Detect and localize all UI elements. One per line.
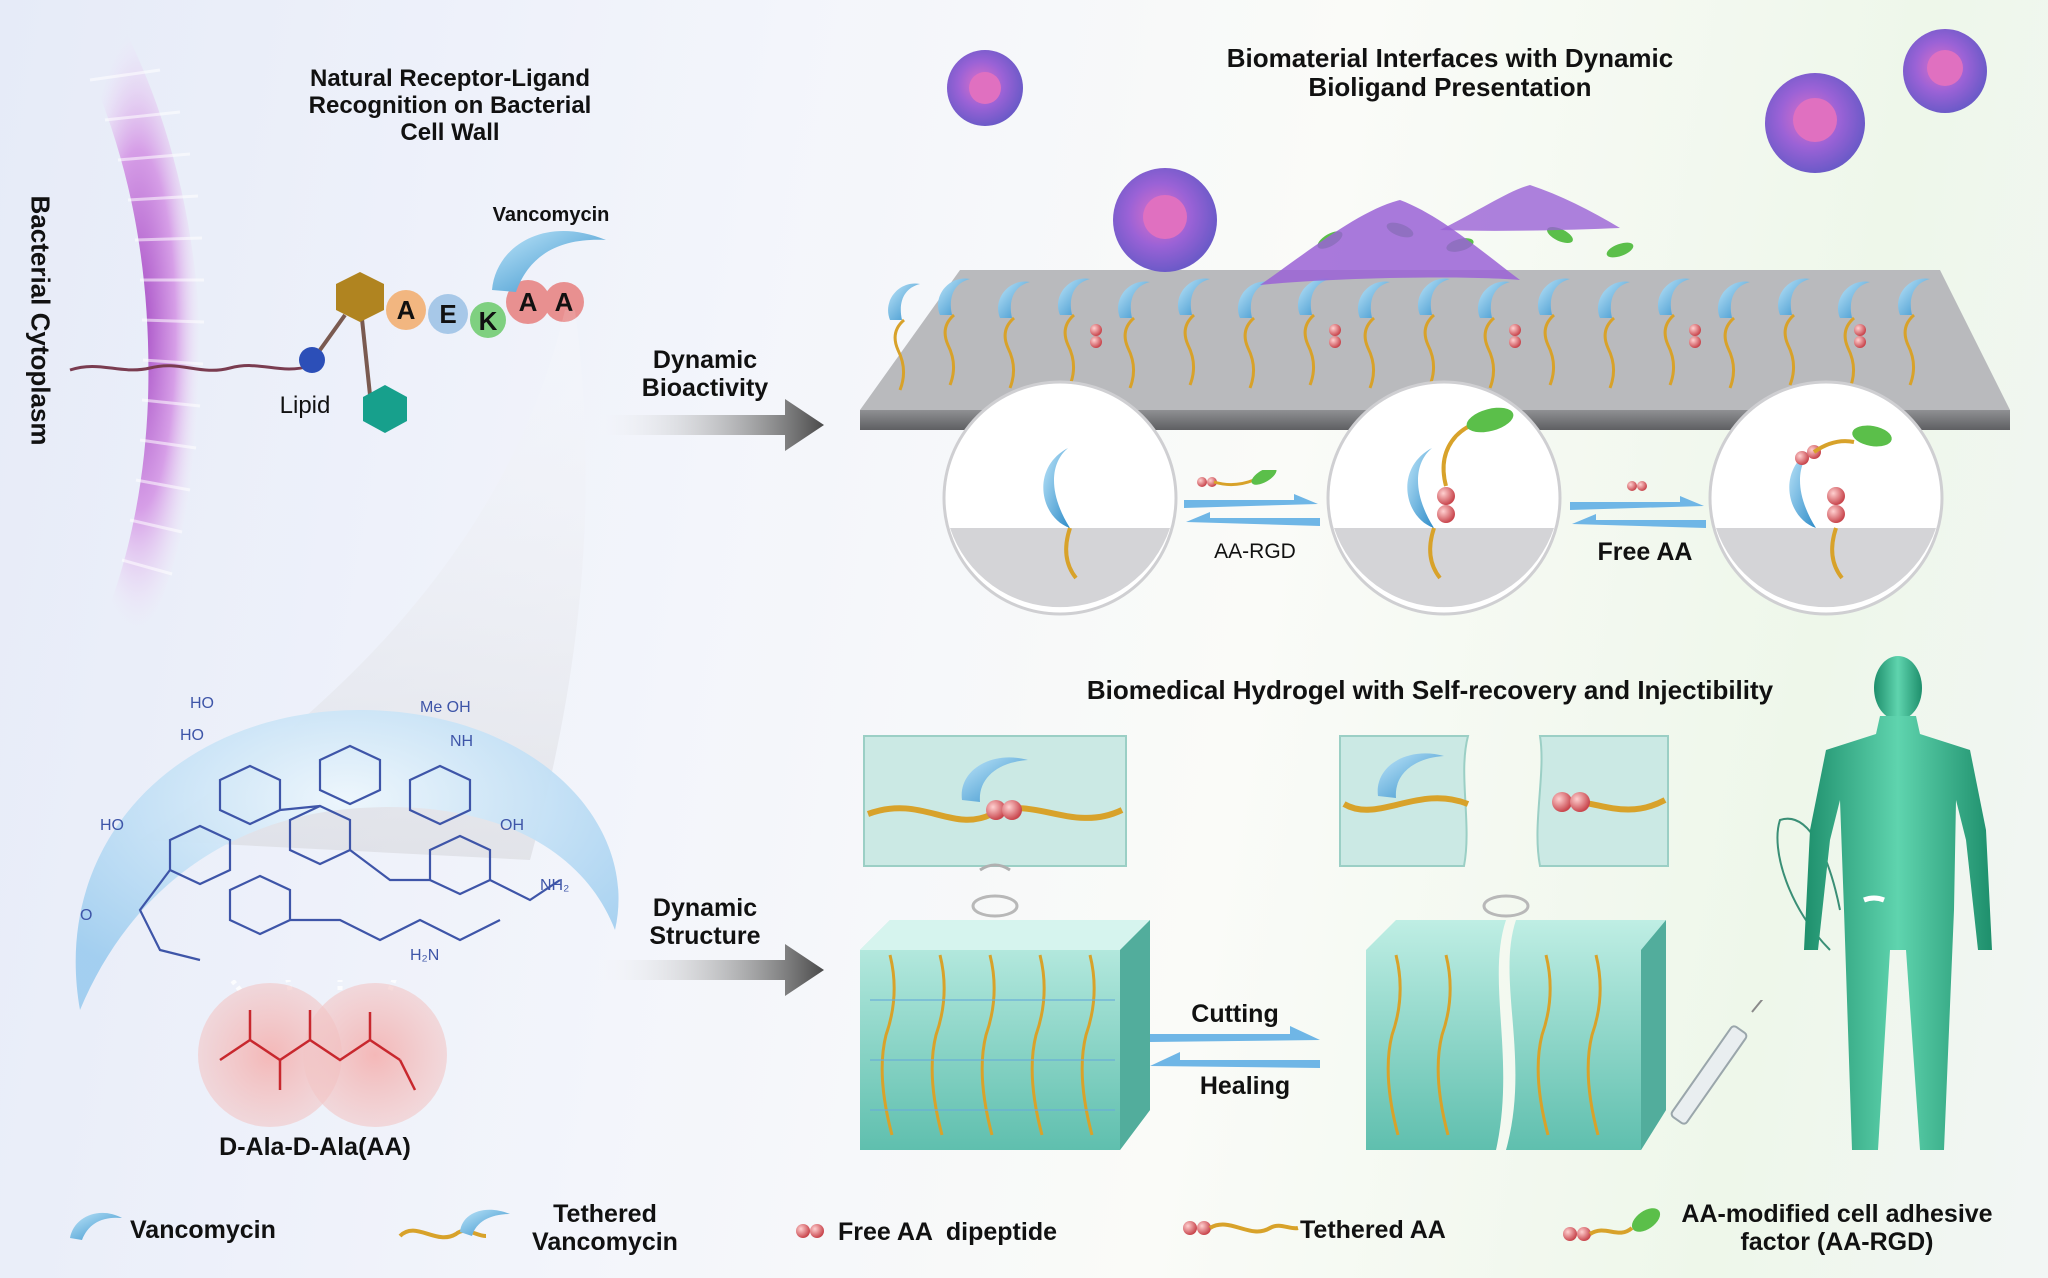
legend-aa-rgd-icon — [1563, 1208, 1661, 1241]
bottom-title: Biomedical Hydrogel with Self-recovery a… — [1086, 675, 1774, 705]
cutting-healing-arrows — [1150, 1026, 1320, 1068]
rgd-leaf-icon — [1466, 407, 1514, 433]
hydrogel-block-cut — [1366, 894, 1666, 1150]
exchange-1-label: AA-RGD — [1214, 540, 1296, 563]
cutting-label: Cutting — [1191, 1000, 1279, 1028]
top-title-line-1: Biomaterial Interfaces with Dynamic — [1226, 43, 1674, 73]
structure-label-line-1: Dynamic — [652, 894, 758, 922]
spread-cell-icon — [1260, 200, 1520, 285]
bioactivity-label-line-2: Bioactivity — [641, 374, 769, 402]
residue-4: A — [518, 287, 538, 317]
dala-dala-icon — [198, 980, 447, 1127]
syringe-icon — [1670, 1000, 1764, 1125]
vancomycin-structure: HO HO Me OH NH HO OH O H₂N NH₂ — [75, 695, 619, 1010]
legend-tethered-vancomycin-icon — [398, 1209, 510, 1240]
svg-text:NH: NH — [450, 733, 473, 750]
zoom-circle-3 — [1708, 380, 1944, 616]
svg-text:HO: HO — [190, 695, 214, 712]
svg-text:OH: OH — [500, 817, 524, 834]
healing-label: Healing — [1199, 1072, 1291, 1100]
residue-3: K — [478, 306, 498, 336]
biomaterial-surface — [860, 185, 2010, 430]
left-title: Natural Receptor-Ligand Recognition on B… — [270, 65, 630, 147]
cell-icon-2 — [1113, 168, 1217, 272]
structure-arrow-icon — [590, 944, 824, 996]
structure-label: Dynamic Structure — [610, 894, 800, 950]
hydrogel-block — [860, 863, 1150, 1150]
legend-tethered-vancomycin-line-2: Vancomycin — [532, 1228, 678, 1256]
svg-text:O: O — [80, 907, 92, 924]
zoom-circle-2 — [1326, 380, 1562, 616]
gel-zoom-box-1 — [863, 735, 1127, 867]
legend-vancomycin-icon — [70, 1212, 122, 1240]
peptide-residues — [386, 280, 584, 338]
lipid-bead-icon — [299, 347, 325, 373]
legend-free-aa-label: Free AA dipeptide — [838, 1218, 1058, 1246]
svg-text:NH₂: NH₂ — [540, 877, 569, 894]
exchange-2-label: Free AA — [1597, 538, 1693, 566]
bioactivity-label-line-1: Dynamic — [652, 346, 758, 374]
top-title-line-2: Bioligand Presentation — [1308, 72, 1592, 103]
vancomycin-label: Vancomycin — [492, 204, 610, 226]
zoom-cone — [140, 310, 586, 860]
vancomycin-crescent-icon — [1043, 448, 1070, 528]
cell-icon-3 — [1765, 73, 1865, 173]
cell-icon-4 — [1903, 29, 1987, 113]
dipeptide-label: D-Ala-D-Ala(AA) — [219, 1133, 411, 1161]
sugar-hexagon-icon — [336, 272, 384, 322]
exchange-arrows-1 — [1184, 470, 1320, 526]
sugar-hexagon-icon-2 — [363, 385, 407, 433]
legend-tethered-aa-icon — [1183, 1221, 1299, 1235]
left-title-line-3: Cell Wall — [400, 118, 500, 146]
svg-text:HO: HO — [180, 727, 204, 744]
legend-aa-rgd-line-1: AA-modified cell adhesive — [1681, 1200, 1993, 1228]
gel-zoom-box-3 — [1536, 735, 1669, 867]
residue-1: A — [396, 295, 416, 325]
residue-5: A — [554, 287, 574, 317]
cell-icon — [947, 50, 1023, 126]
lipid-label: Lipid — [279, 392, 331, 419]
cytoplasm-label: Bacterial Cytoplasm — [25, 195, 56, 446]
bacterial-membrane-icon — [75, 30, 205, 630]
bioactivity-label: Dynamic Bioactivity — [610, 346, 800, 402]
svg-text:H₂N: H₂N — [410, 947, 439, 964]
svg-text:Me OH: Me OH — [420, 699, 471, 716]
legend-tethered-vancomycin-label: Tethered Vancomycin — [520, 1200, 690, 1256]
vancomycin-crescent-icon — [492, 230, 606, 292]
exchange-arrows-2 — [1570, 481, 1706, 528]
svg-text:HO: HO — [100, 817, 124, 834]
bioactivity-arrow-icon — [590, 399, 824, 451]
top-title: Biomaterial Interfaces with Dynamic Biol… — [1110, 43, 1790, 103]
gel-zoom-box-2 — [1339, 735, 1470, 867]
legend-tethered-vancomycin-line-1: Tethered — [553, 1200, 657, 1228]
legend-vancomycin-label: Vancomycin — [130, 1216, 276, 1244]
legend-aa-rgd-line-2: factor (AA-RGD) — [1740, 1228, 1934, 1256]
peptidoglycan-chain — [69, 272, 407, 433]
left-title-line-1: Natural Receptor-Ligand — [309, 65, 591, 92]
residue-2: E — [439, 299, 457, 329]
left-title-line-2: Recognition on Bacterial — [308, 91, 592, 119]
zoom-circle-1 — [942, 380, 1178, 616]
structure-label-line-2: Structure — [649, 922, 761, 950]
human-figure-icon — [1776, 656, 1992, 1150]
legend-tethered-aa-label: Tethered AA — [1300, 1216, 1446, 1244]
legend-free-aa-icon — [796, 1224, 824, 1238]
legend-aa-rgd-label: AA-modified cell adhesive factor (AA-RGD… — [1662, 1200, 2012, 1256]
